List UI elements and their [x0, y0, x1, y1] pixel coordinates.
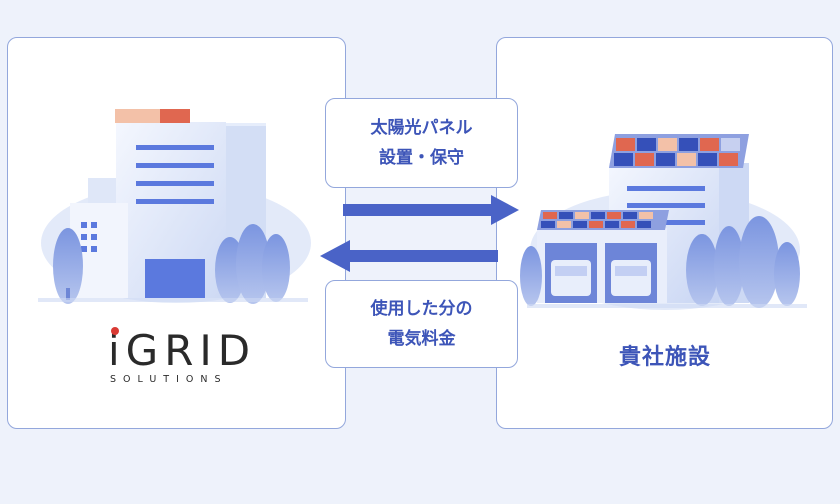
payment-box: 使用した分の 電気料金: [325, 280, 518, 368]
logo-subtitle: SOLUTIONS: [110, 374, 228, 385]
payment-line-2: 電気料金: [387, 329, 456, 349]
tree-icon: [520, 216, 800, 308]
solar-facility-icon: [520, 134, 807, 310]
logo-main-text: iGRID: [108, 326, 257, 375]
facility-label: 貴社施設: [618, 345, 711, 370]
service-box: 太陽光パネル 設置・保守: [325, 98, 518, 188]
tree-icon: [53, 224, 290, 304]
provider-card: iGRID SOLUTIONS: [7, 37, 346, 429]
logo-dot: [111, 327, 119, 335]
arrow-left-icon: [320, 240, 498, 272]
customer-card: 貴社施設: [496, 37, 833, 429]
igrid-logo: iGRID SOLUTIONS: [108, 327, 256, 385]
arrow-right-icon: [343, 195, 519, 225]
payment-line-1: 使用した分の: [370, 299, 473, 319]
service-line-2: 設置・保守: [379, 148, 464, 168]
service-line-1: 太陽光パネル: [370, 118, 473, 138]
office-building-icon: [38, 109, 311, 304]
